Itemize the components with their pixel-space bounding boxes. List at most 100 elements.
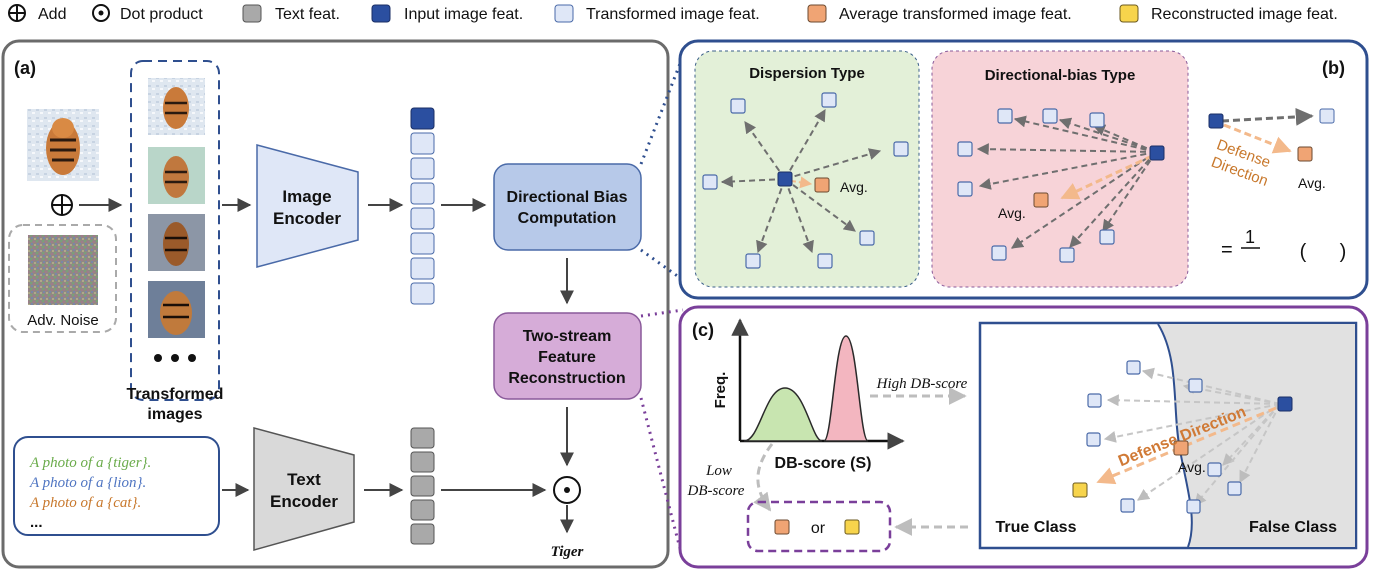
connector-b-bottom [640, 248, 684, 282]
directional-bias-computation-box [493, 163, 642, 251]
output-recon-feat [844, 519, 860, 535]
class-avg-feat [1173, 440, 1189, 456]
image-encoder-label-1: Image [282, 187, 331, 206]
text-encoder-label-1: Text [287, 470, 321, 489]
formula-equals: = [1221, 239, 1233, 261]
legend-transformed-feat-swatch [554, 4, 574, 23]
directional-avg-label: Avg. [998, 205, 1026, 221]
add-icon [51, 194, 73, 216]
adv-noise-image [28, 235, 98, 305]
mini-avg-feat [1297, 146, 1313, 162]
text-feature-stack [410, 427, 435, 545]
transformed-image-3 [148, 214, 205, 271]
dispersion-input-feat [777, 171, 793, 187]
directional-avg-feat [1033, 192, 1049, 208]
prompt-lion: A photo of a {lion}. [29, 475, 146, 491]
panel-c: (c) Freq. DB-score (S) High DB-score Low… [678, 305, 1369, 569]
dispersion-arrows [720, 108, 882, 254]
adv-noise-box [8, 224, 117, 333]
connector-b-top [639, 55, 685, 165]
mini-bias-arrow [1221, 107, 1314, 126]
low-score-label-1: Low [705, 463, 732, 479]
legend-avg-feat-label: Average transformed image feat. [839, 6, 1072, 23]
input-tiger-image [27, 109, 99, 181]
or-label: or [811, 520, 826, 537]
adv-noise-label: Adv. Noise [27, 312, 98, 329]
two-stream-reconstruction-box [493, 312, 642, 400]
legend-text-feat-label: Text feat. [275, 6, 340, 23]
transformed-images-label-2: images [147, 406, 202, 423]
prompt-box [13, 436, 220, 536]
ellipsis-dots [154, 354, 196, 362]
high-score-peak [823, 335, 869, 442]
legend-add-label: Add [38, 6, 66, 23]
directional-avg-arrow [1060, 154, 1153, 200]
mini-transformed-feat [1319, 108, 1335, 124]
image-encoder-label-2: Encoder [273, 209, 341, 228]
true-class-label: True Class [996, 519, 1077, 536]
high-score-label: High DB-score [876, 376, 968, 392]
dispersion-type-title: Dispersion Type [749, 65, 865, 82]
panel-a-label: (a) [14, 58, 36, 78]
dispersion-avg-label: Avg. [840, 179, 868, 195]
dispersion-avg-feat [814, 177, 830, 193]
mini-avg-label: Avg. [1298, 175, 1326, 191]
low-score-arrow [753, 443, 774, 512]
directional-bias-type-box [931, 50, 1189, 288]
prompt-cat: A photo of a {cat}. [29, 495, 141, 511]
transformed-image-1 [148, 78, 205, 135]
class-avg-label: Avg. [1178, 459, 1206, 475]
panel-b-label: (b) [1322, 58, 1345, 78]
directional-input-feat [1149, 145, 1165, 161]
add-legend-icon [8, 4, 26, 22]
text-encoder [253, 427, 355, 551]
freq-axis-label: Freq. [712, 372, 729, 409]
mini-defense-arrow [1223, 123, 1292, 154]
legend-transformed-feat-label: Transformed image feat. [586, 6, 760, 23]
legend-avg-feat-swatch [807, 4, 827, 23]
dot-product-legend-icon [92, 4, 110, 22]
dispersion-type-box [694, 50, 920, 288]
legend-text-feat-swatch [242, 4, 262, 23]
two-stream-label-2: Feature [538, 349, 596, 366]
transformed-image-4 [148, 281, 205, 338]
formula-parentheses: ( ) [1300, 241, 1347, 263]
legend-input-feat-swatch [371, 4, 391, 23]
transformed-images-label-1: Transformed [127, 386, 224, 403]
two-stream-label-3: Reconstruction [508, 370, 625, 387]
panel-b: (b) Dispersion Type Avg. Directio [678, 39, 1369, 300]
formula-numerator: 1 [1245, 227, 1255, 247]
low-score-peak [743, 387, 823, 442]
image-feature-stack [410, 107, 435, 305]
output-avg-feat [774, 519, 790, 535]
transformed-images-box [130, 60, 220, 401]
prompt-ellipsis: ... [30, 514, 43, 531]
legend-recon-feat-swatch [1119, 4, 1139, 23]
legend-dot-label: Dot product [120, 6, 203, 23]
class-input-feat [1277, 396, 1293, 412]
legend: Add Dot product Text feat. Input image f… [8, 4, 1338, 23]
image-encoder [256, 144, 359, 268]
transformed-image-2 [148, 147, 205, 204]
text-encoder-label-2: Encoder [270, 492, 338, 511]
legend-recon-feat-label: Reconstructed image feat. [1151, 6, 1338, 23]
panel-a: (a) Adv. Noise [1, 39, 670, 569]
legend-input-feat-label: Input image feat. [404, 6, 523, 23]
directional-arrows [976, 115, 1157, 249]
directional-transformed-feats [957, 108, 1115, 263]
prompt-tiger: A photo of a {tiger}. [29, 455, 151, 471]
db-computation-label-2: Computation [518, 210, 617, 227]
connector-c-top [640, 308, 684, 318]
class-recon-feat [1072, 482, 1088, 498]
false-class-label: False Class [1249, 519, 1337, 536]
output-label: Tiger [551, 544, 584, 560]
mini-input-feat [1208, 113, 1224, 129]
directional-bias-type-title: Directional-bias Type [985, 67, 1136, 84]
db-computation-label-1: Directional Bias [507, 189, 628, 206]
two-stream-label-1: Two-stream [523, 328, 612, 345]
dispersion-avg-arrow [784, 176, 813, 189]
dispersion-transformed-feats [702, 92, 909, 269]
dot-product-icon [553, 476, 581, 504]
score-axis-label: DB-score (S) [775, 455, 872, 472]
